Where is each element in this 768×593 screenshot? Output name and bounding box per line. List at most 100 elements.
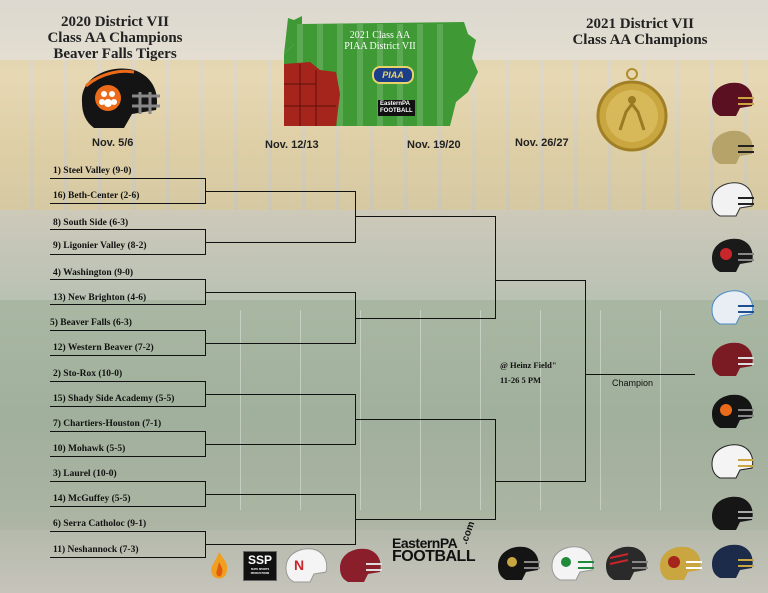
team-helmet-icon (660, 546, 702, 580)
team-seed-10: 10) Mohawk (5-5) (53, 444, 126, 454)
team-helmet-icon (712, 238, 754, 272)
bracket-line (495, 481, 585, 482)
field-yard-line (600, 310, 601, 510)
team-helmet-icon (711, 182, 754, 217)
field-yard-line (240, 310, 241, 510)
bracket-line (50, 330, 205, 331)
bracket-line (585, 374, 695, 375)
bracket-line (50, 557, 205, 558)
gold-medal-icon (596, 68, 668, 152)
round-label: Nov. 26/27 (515, 137, 569, 149)
bracket-line (205, 444, 355, 445)
right-title-line: Class AA Champions (572, 32, 708, 48)
map-title-line: PIAA District VII (344, 41, 416, 52)
bracket-line (50, 381, 205, 382)
beaver-falls-helmet-icon (81, 68, 160, 128)
bracket-line (205, 343, 355, 344)
bracket-line (205, 544, 355, 545)
brand-line: FOOTBALL (392, 548, 476, 565)
sponsor-flame-logo-icon (211, 552, 228, 579)
ssp-logo-text: SSP (247, 553, 272, 567)
bracket-line (50, 481, 205, 482)
round-label: Nov. 12/13 (265, 139, 319, 151)
team-seed-3: 3) Laurel (10-0) (53, 469, 117, 479)
team-seed-6: 6) Serra Catholoc (9-1) (53, 519, 147, 529)
team-helmet-icon (712, 82, 754, 116)
right-title-line: 2021 District VII (585, 16, 695, 32)
team-helmet-icon (712, 544, 754, 578)
stadium-field (0, 300, 768, 530)
team-seed-12: 12) Western Beaver (7-2) (53, 343, 154, 353)
map-title-line: 2021 Class AA (349, 30, 411, 41)
bracket-line (495, 280, 585, 281)
bracket-line (585, 280, 586, 482)
team-seed-7: 7) Chartiers-Houston (7-1) (53, 419, 162, 429)
team-helmet-icon (711, 290, 754, 325)
team-helmet-icon (712, 496, 754, 530)
left-title-line: Class AA Champions (47, 30, 183, 46)
champion-label: Champion (612, 378, 654, 388)
final-note-line: 11-26 5 PM (500, 375, 542, 385)
bracket-line (50, 456, 205, 457)
bracket-line (50, 531, 205, 532)
bracket-line (50, 279, 205, 280)
team-seed-11: 11) Neshannock (7-3) (53, 545, 139, 555)
bracket-line (205, 494, 355, 495)
bracket-line (50, 406, 205, 407)
brand-line: EasternPA (392, 535, 458, 551)
team-seed-5: 5) Beaver Falls (6-3) (50, 318, 132, 328)
team-seed-2: 2) Sto-Rox (10-0) (53, 369, 123, 379)
bracket-line (355, 419, 495, 420)
bracket-line (355, 318, 495, 319)
bracket-line (50, 254, 205, 255)
left-title-line: Beaver Falls Tigers (53, 46, 177, 62)
team-seed-14: 14) McGuffey (5-5) (53, 494, 131, 504)
bracket-line (495, 419, 496, 520)
team-seed-9: 9) Ligonier Valley (8-2) (53, 241, 147, 251)
bracket-line (50, 431, 205, 432)
map-brand-line: EasternPA (380, 101, 410, 107)
bracket-line (205, 242, 355, 243)
field-yard-line (300, 310, 301, 510)
bracket-line (355, 191, 356, 243)
bracket-line (205, 191, 355, 192)
field-yard-line (480, 310, 481, 510)
field-yard-line (540, 310, 541, 510)
team-helmet-icon (606, 546, 648, 580)
easternpa-football-logo: EasternPA FOOTBALL (392, 535, 476, 565)
final-note-line: @ Heinz Field" (500, 360, 557, 370)
right-title: 2021 District VII Class AA Champions (560, 16, 720, 48)
left-title: 2020 District VII Class AA Champions Bea… (30, 14, 200, 62)
bracket-line (205, 394, 355, 395)
bracket-line (50, 203, 205, 204)
team-helmet-icon (712, 130, 754, 164)
team-seed-4: 4) Washington (9-0) (53, 268, 134, 278)
team-helmet-icon (340, 548, 382, 582)
bracket-line (205, 292, 355, 293)
round-label: Nov. 19/20 (407, 139, 461, 151)
team-helmet-icon (712, 394, 754, 428)
map-title: 2021 Class AA PIAA District VII (320, 30, 440, 52)
piaa-logo: PIAA (372, 66, 414, 84)
ssp-logo-subtext: SUITE SPORTS PRODUCTIONS (250, 568, 270, 575)
team-helmet-icon: N (285, 548, 328, 583)
bracket-line (50, 178, 205, 179)
team-helmet-icon (711, 444, 754, 479)
team-seed-16: 16) Beth-Center (2-6) (53, 191, 140, 201)
team-seed-15: 15) Shady Side Academy (5-5) (53, 394, 175, 404)
field-yard-line (360, 310, 361, 510)
svg-text:N: N (294, 557, 304, 573)
map-brand-logo: EasternPA FOOTBALL (378, 100, 415, 116)
round-label: Nov. 5/6 (92, 137, 134, 149)
team-helmet-icon (551, 546, 594, 581)
bracket-line (355, 216, 495, 217)
team-helmet-icon (498, 546, 540, 580)
bracket-line (50, 229, 205, 230)
map-brand-line: FOOTBALL (380, 108, 413, 114)
left-title-line: 2020 District VII (60, 14, 170, 30)
bracket-line (50, 304, 205, 305)
field-yard-line (660, 310, 661, 510)
bracket-line (495, 216, 496, 319)
bracket-line (355, 519, 495, 520)
ssp-logo: SSP SUITE SPORTS PRODUCTIONS (243, 551, 277, 581)
